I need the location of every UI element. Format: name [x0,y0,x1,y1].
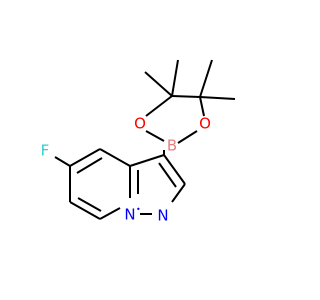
bridge-n-bullet: • [136,205,141,214]
bond-C4-C3a [99,148,131,167]
bond-C6-C7 [69,201,101,220]
bond-B-O1 [145,130,165,142]
atom-fluorine: F [41,142,50,160]
bond-C4b-Me2 [171,59,179,97]
bond-C2-N1 [171,183,186,203]
bond-O2-C5b [199,96,205,117]
bond-C5b-Me4 [199,96,236,100]
bond-F-C5 [54,156,71,167]
bond-C3-C2 [163,154,186,185]
bond-C7-N7a [99,207,121,220]
bond-C3-C2-double [158,162,177,188]
atom-oxygen-1: O [134,115,146,133]
bond-C5b-Me3 [199,59,213,98]
atom-nitrogen-pyrazole: N [157,207,168,225]
bond-C4b-Me1 [144,71,173,97]
molecule-diagram: F B O O N N • [40,59,236,225]
atom-boron: B [167,137,177,155]
bond-B-O2 [177,130,198,144]
bond-C3a-C3 [129,154,165,167]
bond-C5-C4-double [76,157,103,174]
structure-svg: F B O O N N • [41,59,236,225]
atom-oxygen-2: O [199,115,211,133]
atom-nitrogen-bridge: N [124,206,135,224]
bond-C5-C4 [69,148,101,167]
bond-O1-C4b [145,95,173,117]
bond-C4b-C5b [171,95,201,98]
bond-C6-C7-double [77,197,102,212]
